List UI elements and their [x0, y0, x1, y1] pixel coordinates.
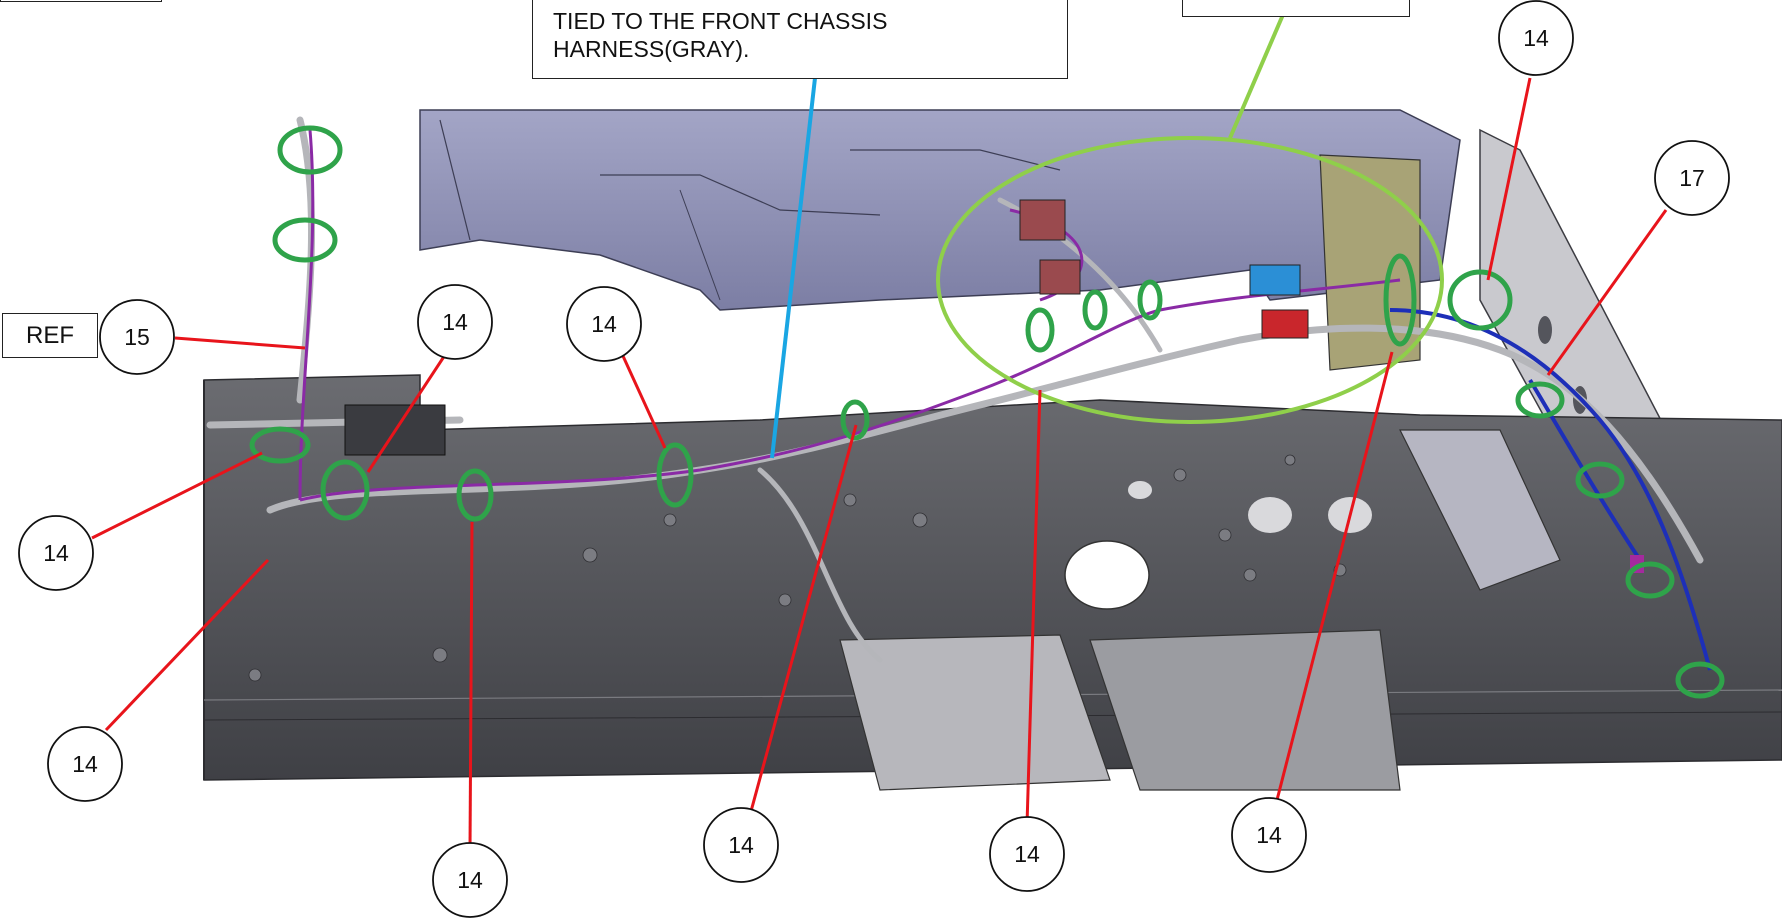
callout-14: 14	[1498, 0, 1574, 76]
callout-label: 14	[442, 309, 468, 335]
callout-14: 14	[566, 286, 642, 362]
callout-label: 14	[591, 311, 617, 337]
routing-note-line2: HARNESS(GRAY).	[553, 36, 750, 62]
chassis-frame-rail	[203, 374, 1782, 791]
callout-label: 14	[1523, 25, 1549, 51]
highlight-leader	[1228, 9, 1287, 139]
callout-label: 14	[1256, 822, 1282, 848]
routing-note-line1: TIED TO THE FRONT CHASSIS	[553, 8, 888, 34]
callout-14: 14	[989, 816, 1065, 892]
callout-14: 14	[18, 515, 94, 591]
callout-14: 14	[432, 842, 508, 918]
bumper-fairing	[419, 109, 1461, 311]
ref-label-box: REF	[2, 313, 98, 358]
callout-label: 14	[1014, 841, 1040, 867]
note-leader	[770, 77, 817, 459]
note-box-partial	[1182, 0, 1410, 17]
callout-17: 17	[1654, 140, 1730, 216]
routing-note-box: TIED TO THE FRONT CHASSIS HARNESS(GRAY).	[532, 0, 1068, 79]
highlight-ellipse	[936, 136, 1444, 424]
callout-15: 15	[99, 299, 175, 375]
callout-label: 14	[728, 832, 754, 858]
callout-label: 17	[1679, 165, 1705, 191]
callout-14: 14	[47, 726, 123, 802]
callout-label: 14	[72, 751, 98, 777]
callout-14: 14	[417, 284, 493, 360]
note-box-edge	[0, 0, 162, 2]
callout-14: 14	[1231, 797, 1307, 873]
leader-lines	[91, 77, 1668, 851]
highlight-group	[936, 9, 1444, 424]
connectors	[344, 199, 1644, 573]
cable-ties	[249, 125, 1725, 699]
callout-label: 15	[124, 324, 150, 350]
callout-label: 14	[43, 540, 69, 566]
callout-label: 14	[457, 867, 483, 893]
callout-bubbles: 15 14 14 14 14 14 14 14	[18, 0, 1730, 918]
callout-14: 14	[703, 807, 779, 883]
